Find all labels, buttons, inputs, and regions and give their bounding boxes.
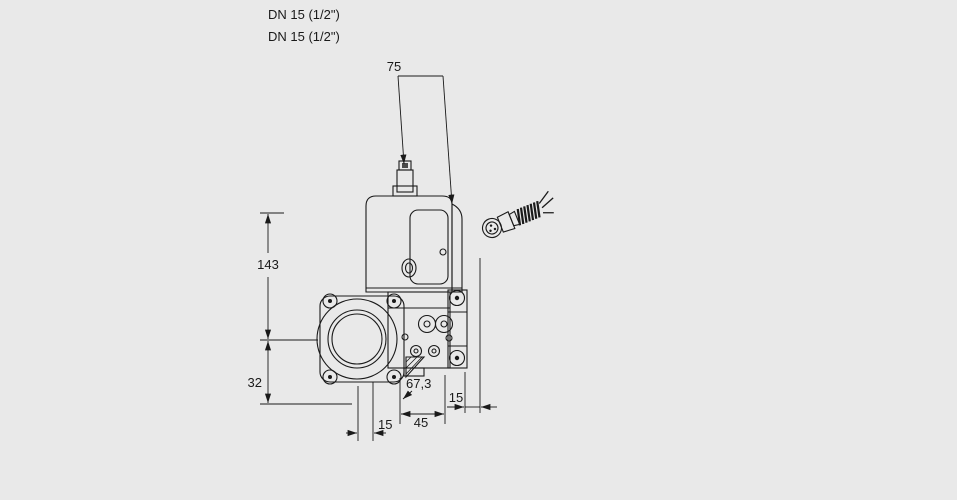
- valve-body: [387, 291, 451, 377]
- threaded-port-bore: [331, 313, 383, 365]
- dim-body-width-label: 45: [414, 415, 428, 430]
- dim-depth: 67,3: [402, 376, 431, 400]
- dim-body-width: 45: [399, 375, 446, 430]
- dim-offset-right-label: 15: [449, 390, 463, 405]
- dimension-annotations: 75 143 32 45: [248, 59, 497, 441]
- dim-depth-label: 67,3: [406, 376, 431, 391]
- section-hatch: [405, 356, 426, 379]
- dim-offset-right: 15: [447, 258, 497, 413]
- dim-overall-height-label: 143: [257, 257, 279, 272]
- cable-strands: [516, 200, 541, 226]
- dim-offset-left-label: 15: [378, 417, 392, 432]
- actuator-dome: [365, 195, 463, 293]
- cable-frayed-wires: [538, 190, 554, 214]
- valve-drawing: [316, 160, 468, 385]
- connector-plug: [481, 190, 554, 239]
- pipe-flange-right: [447, 289, 468, 369]
- dim-top-width: 75: [387, 59, 455, 205]
- size-label-line2: DN 15 (1/2"): [268, 29, 340, 44]
- threaded-port-outer: [316, 298, 398, 380]
- dim-overall-height: 143: [257, 212, 318, 341]
- dim-lower-height-label: 32: [248, 375, 262, 390]
- pipe-flange-left: [316, 293, 405, 385]
- dim-lower-height: 32: [248, 341, 352, 405]
- coil-connector: [392, 160, 418, 197]
- dim-top-width-label: 75: [387, 59, 401, 74]
- size-label-line1: DN 15 (1/2"): [268, 7, 340, 22]
- test-ports: [401, 314, 454, 358]
- dim-offset-left: 15: [346, 382, 392, 441]
